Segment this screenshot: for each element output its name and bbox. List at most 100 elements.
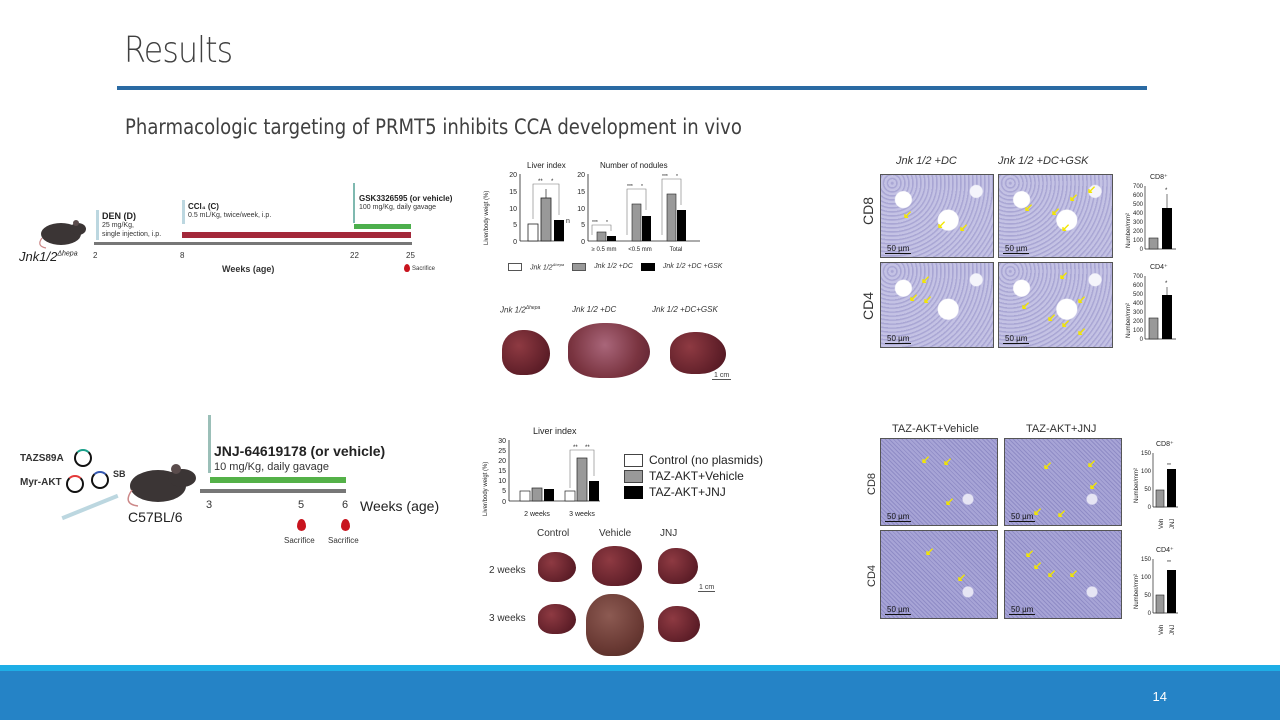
svg-text:500: 500 [1133, 202, 1144, 208]
svg-text:*: * [606, 220, 608, 226]
plasmid-label: SB [113, 469, 126, 479]
svg-text:200: 200 [1133, 319, 1144, 325]
liver-photo [568, 323, 650, 378]
svg-text:5: 5 [581, 222, 585, 229]
svg-text:700: 700 [1133, 274, 1144, 280]
mouse-icon [127, 464, 196, 507]
syringe-icon [61, 493, 119, 521]
svg-text:5: 5 [502, 488, 506, 495]
svg-text:400: 400 [1133, 211, 1144, 217]
histology-image: ↙↙↙ 50 µm [880, 262, 994, 348]
panel-f-chart: Liver index Liver/body weigt (%) 3025201… [483, 426, 600, 518]
panel-b-charts: Liver index Number of nodules Liver/body… [484, 161, 700, 253]
svg-text:Liver/body weigt (%): Liver/body weigt (%) [483, 462, 489, 516]
svg-text:≥ 0.5 mm: ≥ 0.5 mm [592, 247, 617, 253]
histology-image: ↙↙↙↙↙↙ 50 µm [998, 262, 1113, 348]
legend-swatch-white [508, 262, 522, 271]
svg-text:50: 50 [1144, 487, 1151, 493]
svg-text:50: 50 [1144, 593, 1151, 599]
svg-text:n: n [566, 218, 570, 225]
syringe-icon [96, 210, 99, 240]
panel-d-histology: Jnk 1/2 +DC Jnk 1/2 +DC+GSK CD8 CD4 ↙↙↙ … [860, 150, 1180, 355]
svg-text:5: 5 [513, 222, 517, 229]
strain-label: C57BL/6 [128, 509, 183, 525]
svg-text:200: 200 [1133, 229, 1144, 235]
svg-text:0: 0 [513, 239, 517, 246]
panel-e-timeline: TAZS89A Myr-AKT SB C57BL/6 JNJ-64619178 … [0, 405, 460, 555]
svg-text:Number/mm²: Number/mm² [1126, 213, 1132, 248]
plasmid-icon [66, 475, 84, 493]
svg-text:***: *** [627, 184, 633, 190]
liver-photo [538, 604, 576, 634]
svg-text:CD4⁺: CD4⁺ [1150, 264, 1168, 271]
svg-text:*: * [641, 184, 643, 190]
footer-accent-bar [0, 665, 1280, 671]
syringe-icon [182, 200, 185, 224]
legend-swatch-black [640, 262, 655, 271]
svg-text:600: 600 [1133, 193, 1144, 199]
scale-bar: 1 cm [698, 584, 716, 592]
histology-image: ↙↙↙ 50 µm [880, 438, 998, 526]
needle-icon [208, 415, 211, 473]
svg-text:CD8⁺: CD8⁺ [1156, 441, 1174, 448]
gsk-label: GSK3326595 (or vehicle) [359, 194, 453, 203]
svg-text:Number/mm²: Number/mm² [1126, 303, 1132, 338]
timeline-axis [200, 489, 346, 493]
svg-text:Number/mm²: Number/mm² [1134, 574, 1140, 609]
panel-b-legend: Jnk 1/2Δhepa Jnk 1/2 +DC Jnk 1/2 +DC +GS… [508, 262, 722, 271]
slide-title: Results [124, 30, 233, 71]
svg-text:100: 100 [1141, 575, 1152, 581]
svg-text:25: 25 [498, 448, 506, 455]
svg-text:600: 600 [1133, 283, 1144, 289]
svg-text:15: 15 [498, 468, 506, 475]
mouse-label: Jnk1/2 [19, 249, 58, 264]
svg-text:0: 0 [581, 239, 585, 246]
legend-swatch-gray [624, 469, 643, 483]
liver-photo [658, 548, 698, 584]
svg-text:Liver/body weigt (%): Liver/body weigt (%) [484, 191, 490, 245]
svg-text:JNJ: JNJ [1170, 625, 1176, 635]
ccl4-treatment-bar [182, 232, 411, 238]
title-divider [117, 86, 1147, 90]
panel-h-histology: TAZ-AKT+Vehicle TAZ-AKT+JNJ CD8 CD4 ↙↙↙ … [860, 415, 1180, 635]
svg-text:0: 0 [1140, 247, 1144, 253]
svg-text:Number/mm²: Number/mm² [1134, 468, 1140, 503]
svg-text:*: * [1165, 281, 1168, 287]
legend-swatch-white [624, 453, 643, 467]
svg-text:20: 20 [577, 172, 585, 179]
liver-photo [592, 546, 642, 586]
panel-a-timeline: Jnk1/2Δhepa DEN (D) 25 mg/Kg, single inj… [0, 150, 460, 290]
svg-text:**: ** [1167, 463, 1171, 469]
svg-text:Liver index: Liver index [527, 161, 566, 170]
svg-text:2 weeks: 2 weeks [524, 511, 550, 518]
svg-text:Liver index: Liver index [533, 426, 577, 436]
svg-text:**: ** [585, 445, 590, 451]
liver-photo [658, 606, 700, 642]
blood-drop-icon [297, 519, 306, 531]
svg-text:10: 10 [577, 206, 585, 213]
svg-text:CD4⁺: CD4⁺ [1156, 547, 1174, 554]
svg-text:500: 500 [1133, 292, 1144, 298]
panel-f-legend: Control (no plasmids) TAZ-AKT+Vehicle TA… [624, 452, 763, 500]
svg-text:0: 0 [1148, 505, 1152, 511]
svg-text:15: 15 [509, 189, 517, 196]
histology-image: ↙↙↙ 50 µm [880, 174, 994, 258]
svg-text:400: 400 [1133, 301, 1144, 307]
den-label: DEN (D) [102, 211, 136, 221]
liver-photo [586, 594, 644, 656]
svg-text:***: *** [592, 220, 598, 226]
gsk-treatment-bar [354, 224, 411, 229]
liver-photo [502, 330, 550, 375]
svg-text:Veh: Veh [1159, 625, 1165, 635]
svg-text:JNJ: JNJ [1170, 519, 1176, 529]
histology-image: ↙↙↙↙↙ 50 µm [998, 174, 1113, 258]
plasmid-icon [91, 471, 109, 489]
blood-drop-icon [404, 264, 410, 272]
svg-text:30: 30 [498, 438, 506, 445]
svg-text:Number of nodules: Number of nodules [600, 161, 668, 170]
histology-image: ↙↙ 50 µm [880, 530, 998, 619]
